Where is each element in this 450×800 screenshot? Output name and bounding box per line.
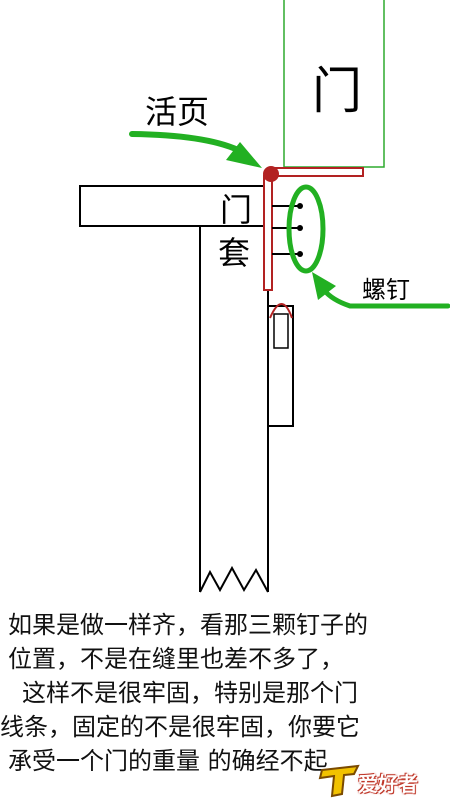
watermark-logo-icon xyxy=(318,764,360,798)
screws xyxy=(272,203,303,257)
caption-line-3: 这样不是很牢固，特别是那个门 xyxy=(22,679,358,707)
door-trim-inner xyxy=(273,313,289,349)
trim-red-arc xyxy=(269,303,293,319)
hinge-leaf-vertical xyxy=(263,175,273,291)
screws-arrowhead xyxy=(312,272,336,300)
frame-label-2: 套 xyxy=(218,234,250,272)
hinge-label: 活页 xyxy=(145,93,209,131)
caption-line-2: 位置，不是在缝里也差不多了， xyxy=(8,645,344,673)
hinge-leaf-horizontal xyxy=(267,167,364,177)
caption-line-1: 如果是做一样齐，看那三颗钉子的 xyxy=(8,611,368,639)
door-label: 门 xyxy=(312,62,362,120)
site-watermark: 爱好者 xyxy=(318,760,448,800)
watermark-text: 爱好者 xyxy=(358,772,418,796)
screws-label: 螺钉 xyxy=(362,276,410,304)
caption-line-4: 线条，固定的不是很牢固，你要它 xyxy=(0,713,360,741)
hinge-diagram: 门 活页 门 套 螺钉 xyxy=(79,0,450,593)
hinge-arrowhead xyxy=(226,142,262,168)
hinge-arrow xyxy=(129,131,241,153)
hinge-pivot xyxy=(263,166,279,182)
caption-text: 如果是做一样齐，看那三颗钉子的 位置，不是在缝里也差不多了， 这样不是很牢固，特… xyxy=(0,608,450,800)
screws-highlight-ellipse xyxy=(286,184,326,274)
caption-line-5: 承受一个门的重量 的确经不起 xyxy=(8,747,328,775)
frame-label-1: 门 xyxy=(220,191,252,229)
frame-break-zigzag xyxy=(199,565,269,593)
